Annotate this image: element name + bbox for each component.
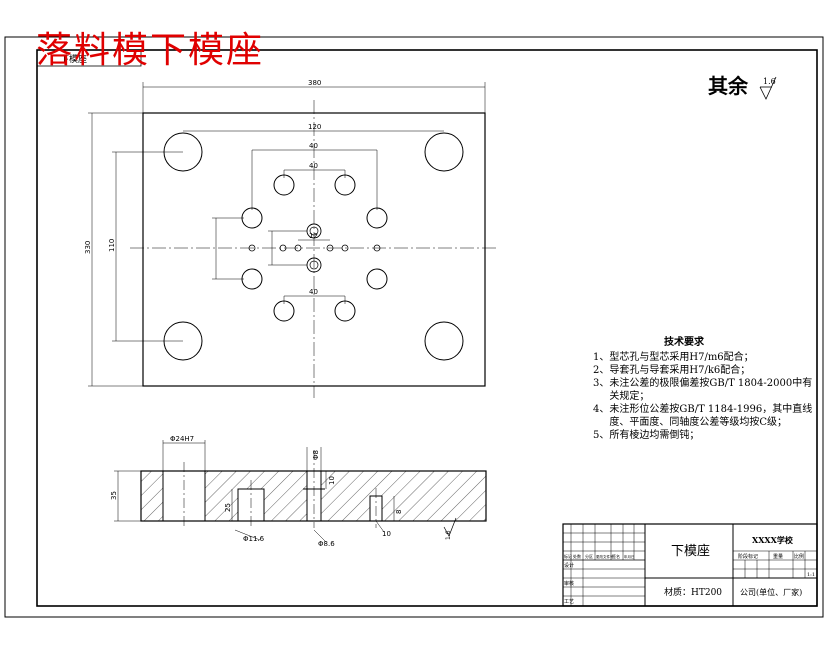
roughness-symbol xyxy=(759,76,777,100)
dim-overall-width: 380 xyxy=(308,79,321,87)
tech-requirement-text: 未注公差的极限偏差按GB/T 1804-2000中有关规定； xyxy=(609,378,813,402)
tech-requirement-item: 5、 所有棱边均需倒钝； xyxy=(593,429,815,442)
title-weight-label: 重量 xyxy=(773,553,783,560)
title-role: 工艺 xyxy=(564,599,574,605)
dim-inner-width: 40 xyxy=(309,142,318,150)
sec-dim-height: 35 xyxy=(110,491,118,500)
tech-requirement-num: 3、 xyxy=(593,378,610,389)
section-roughness-symbol xyxy=(443,517,457,537)
pin-hole xyxy=(294,244,302,252)
title-role: 审核 xyxy=(564,580,574,587)
tech-requirement-item: 3、 未注公差的极限偏差按GB/T 1804-2000中有关规定； xyxy=(593,377,815,403)
tech-requirement-text: 未注形位公差按GB/T 1184-1996，其中直线度、平面度、同轴度公差等级均… xyxy=(609,404,813,428)
core-hole xyxy=(309,226,319,236)
title-sign-cell: 分区 xyxy=(585,553,593,559)
inner-frame xyxy=(36,49,818,607)
sec-dim-depth-b: 10 xyxy=(328,476,336,485)
tech-requirement-num: 1、 xyxy=(593,352,610,363)
dim-small-top: 40 xyxy=(309,162,318,170)
tech-requirements: 技术要求 1、 型芯孔与型芯采用H7/m6配合； 2、 导套孔与导套采用H7/k… xyxy=(593,336,815,442)
title-scale-label: 比例 xyxy=(794,553,804,560)
sec-dim-depth-a: 25 xyxy=(224,503,232,512)
tech-requirement-num: 2、 xyxy=(593,365,610,376)
title-role: 设计 xyxy=(564,562,574,569)
section-view xyxy=(114,440,487,543)
title-part-name: 下模座 xyxy=(671,544,710,559)
title-sign-cell: 签名 xyxy=(612,553,620,559)
drawing-watermark-title: 落料模下模座 xyxy=(36,30,265,71)
top-view xyxy=(88,82,498,398)
roughness-label: 其余 xyxy=(708,74,748,98)
tech-requirement-item: 2、 导套孔与导套采用H7/k6配合； xyxy=(593,364,815,377)
title-sign-cell: 标记 xyxy=(564,553,572,559)
screw-hole xyxy=(241,268,263,290)
tech-requirements-heading: 技术要求 xyxy=(664,337,704,348)
outer-frame xyxy=(4,36,824,618)
pin-hole xyxy=(279,244,287,252)
title-sign-cell: 处数 xyxy=(573,553,581,559)
sec-dim-top-bore: Φ24H7 xyxy=(170,435,194,443)
sec-dim-counterbore-left: Φ11.6 xyxy=(243,535,265,543)
pin-hole xyxy=(341,244,349,252)
tag-stamp-text: 下模座 xyxy=(60,53,87,65)
screw-hole xyxy=(241,207,263,229)
pin-hole xyxy=(326,244,334,252)
dim-inner-height: 110 xyxy=(108,239,116,252)
title-scale: 1:1 xyxy=(807,572,815,578)
tech-requirement-num: 5、 xyxy=(593,430,610,441)
sec-dim-counterbore-right: Φ8.6 xyxy=(318,540,335,548)
tech-requirement-item: 1、 型芯孔与型芯采用H7/m6配合； xyxy=(593,351,815,364)
sec-dim-depth-d: 8 xyxy=(395,510,403,514)
tech-requirement-text: 型芯孔与型芯采用H7/m6配合； xyxy=(609,352,754,363)
title-block xyxy=(562,523,818,607)
dim-guide-spacing: 120 xyxy=(308,123,321,131)
title-company: 公司(单位、厂家) xyxy=(740,587,802,597)
section-roughness-value: 1.6 xyxy=(445,530,452,540)
dim-center-spacing: 12 xyxy=(309,232,318,240)
dim-small-bottom: 40 xyxy=(309,288,318,296)
guide-hole xyxy=(424,321,464,361)
tech-requirement-text: 导套孔与导套采用H7/k6配合； xyxy=(609,365,751,376)
pin-hole xyxy=(248,244,256,252)
tech-requirement-num: 4、 xyxy=(593,404,610,415)
sec-dim-depth-c: 10 xyxy=(382,530,391,538)
dim-overall-height: 330 xyxy=(84,241,92,254)
title-sign-cell: 年月日 xyxy=(624,554,635,559)
tech-requirement-item: 4、 未注形位公差按GB/T 1184-1996，其中直线度、平面度、同轴度公差… xyxy=(593,403,815,429)
roughness-value: 1.6 xyxy=(763,77,776,86)
guide-hole xyxy=(424,132,464,172)
title-material: 材质：HT200 xyxy=(664,586,722,598)
pin-hole xyxy=(373,244,381,252)
sec-dim-pin-top: Φ8 xyxy=(312,450,320,460)
screw-hole xyxy=(366,268,388,290)
title-stage-label: 阶段标记 xyxy=(738,553,758,560)
tag-stamp-box xyxy=(36,49,142,67)
core-hole xyxy=(309,260,319,270)
title-sign-cell: 更改文件号 xyxy=(596,554,614,559)
tech-requirement-text: 所有棱边均需倒钝； xyxy=(609,430,700,441)
screw-hole xyxy=(366,207,388,229)
title-school: XXXX学校 xyxy=(752,535,794,545)
